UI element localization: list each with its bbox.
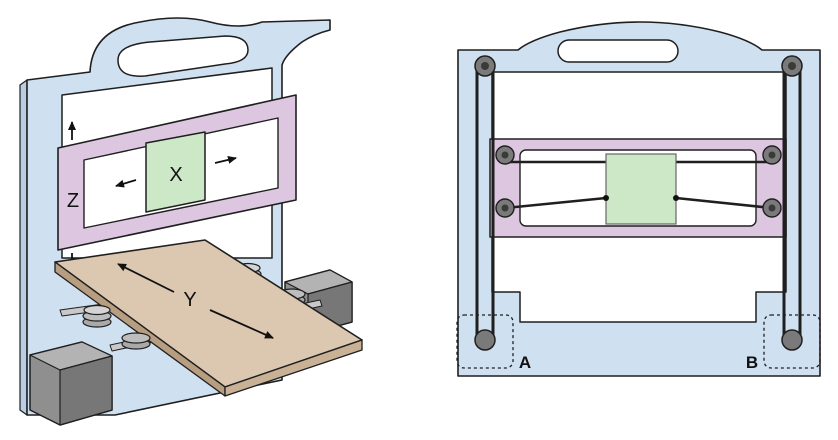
motor-zone-a	[456, 314, 514, 369]
pulley-front-left	[82, 304, 112, 328]
pulley-top-left	[474, 55, 496, 77]
frame-handle-slot	[117, 35, 249, 77]
x-arrow-left	[115, 179, 137, 188]
motor-b-label: B	[746, 353, 758, 372]
pulley-gantry-bl	[495, 198, 515, 218]
motor-zone-b	[763, 314, 821, 369]
x-arrow-right	[214, 155, 237, 164]
belt-left	[475, 66, 495, 338]
frame-side-face	[19, 79, 28, 416]
stepper-motor-front	[29, 341, 113, 426]
y-arrow-front	[209, 309, 274, 339]
belt-right	[782, 66, 802, 338]
frame-front-handle-slot	[557, 39, 679, 63]
motor-pulley-b	[781, 329, 803, 351]
belt-anchor-left	[603, 195, 609, 201]
y-arrow-back	[117, 263, 175, 293]
front-view: A B	[456, 21, 821, 377]
motor-a-label: A	[519, 353, 531, 372]
pulley-top-right	[781, 55, 803, 77]
pulley-gantry-br	[762, 198, 782, 218]
pulley-gantry-tl	[495, 145, 515, 165]
perspective-view: X Z Y	[19, 17, 363, 426]
motor-pulley-a	[474, 329, 496, 351]
x-carriage: X	[115, 131, 237, 213]
x-axis-label: X	[169, 164, 182, 186]
y-bed: Y	[54, 239, 363, 397]
y-axis-label: Y	[183, 289, 196, 311]
pulley-front-center	[121, 332, 151, 350]
front-carriage	[605, 153, 677, 225]
z-axis-label: Z	[67, 190, 79, 212]
belt-anchor-right	[673, 195, 679, 201]
pulley-gantry-tr	[762, 145, 782, 165]
